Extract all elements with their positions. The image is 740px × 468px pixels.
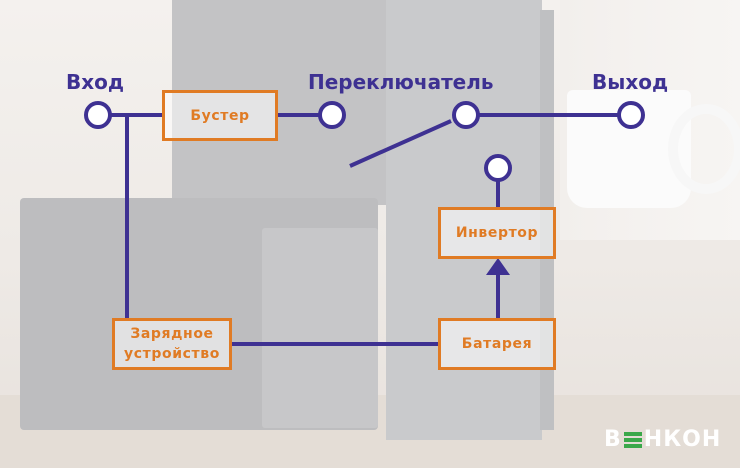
logo-text-end: НКОН <box>643 427 722 452</box>
switch-blade <box>349 119 452 168</box>
inverter-block: Инвертор <box>438 207 556 259</box>
switch-pivot <box>452 101 480 129</box>
brand-logo: В НКОН <box>604 427 721 452</box>
book-icon <box>623 431 643 449</box>
background-ups-front <box>262 228 378 428</box>
arrow-battery-to-inverter <box>486 258 510 275</box>
booster-block: Бустер <box>162 90 278 141</box>
output-label: Выход <box>592 70 669 94</box>
booster-label: Бустер <box>190 107 250 124</box>
charger-block: Зарядное устройство <box>112 318 232 370</box>
inverter-label: Инвертор <box>455 225 539 241</box>
switch-label: Переключатель <box>308 70 494 94</box>
input-terminal <box>84 101 112 129</box>
background-mug-handle <box>668 104 740 194</box>
switch-contact-booster <box>318 101 346 129</box>
switch-contact-inverter <box>484 154 512 182</box>
battery-block: Батарея <box>438 318 556 370</box>
output-terminal <box>617 101 645 129</box>
charger-label-line2: устройство <box>124 346 220 362</box>
battery-label: Батарея <box>461 336 533 352</box>
charger-label-line1: Зарядное <box>130 326 214 342</box>
logo-text-start: В <box>604 427 622 452</box>
input-label: Вход <box>66 70 125 94</box>
